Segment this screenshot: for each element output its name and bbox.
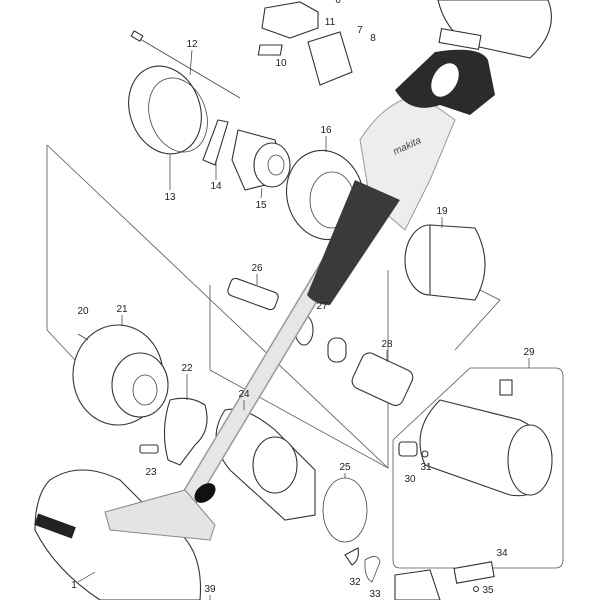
part-cover-21 xyxy=(72,324,169,426)
label-30: 30 xyxy=(404,474,416,485)
part-filter-28 xyxy=(351,352,414,406)
leader-lines xyxy=(77,49,530,600)
part-spring-26 xyxy=(227,277,279,311)
part-filter-19 xyxy=(404,224,486,301)
part-brush-14 xyxy=(202,119,229,166)
label-28: 28 xyxy=(381,339,393,350)
label-12: 12 xyxy=(186,39,198,50)
label-22: 22 xyxy=(181,363,193,374)
vacuum-cleaner: makita xyxy=(104,49,495,541)
label-8: 8 xyxy=(370,33,376,44)
label-34: 34 xyxy=(496,548,508,559)
label-32: 32 xyxy=(349,577,361,588)
label-39: 39 xyxy=(204,584,216,595)
label-23: 23 xyxy=(145,467,157,478)
part-gasket-33 xyxy=(364,556,381,583)
part-ball-31 xyxy=(421,450,429,458)
label-11: 11 xyxy=(325,17,336,28)
part-labels: 6 7 8 10 11 12 13 14 15 16 19 20 21 22 2… xyxy=(71,0,535,600)
part-controller-11 xyxy=(307,31,353,86)
part-switch-module xyxy=(257,1,319,56)
part-gasket-32 xyxy=(344,547,359,566)
part-latch-30 xyxy=(398,441,418,457)
part-cord-12 xyxy=(130,30,241,99)
label-16: 16 xyxy=(320,125,332,136)
label-25: 25 xyxy=(339,462,351,473)
label-26: 26 xyxy=(251,263,263,274)
label-31: 31 xyxy=(420,462,432,473)
label-13: 13 xyxy=(164,192,176,203)
part-housing-13 xyxy=(128,65,208,155)
label-27: 27 xyxy=(316,301,328,312)
part-motor-15 xyxy=(231,129,291,191)
part-battery-housing xyxy=(437,0,552,59)
group-outline-29 xyxy=(392,367,564,569)
label-19: 19 xyxy=(436,206,448,217)
label-15: 15 xyxy=(255,200,267,211)
part-connector xyxy=(394,569,441,600)
label-1: 1 xyxy=(71,580,77,591)
label-24: 24 xyxy=(238,389,250,400)
part-spring-35 xyxy=(472,585,480,593)
part-pad-23 xyxy=(139,444,159,454)
label-10: 10 xyxy=(275,58,287,69)
label-33: 33 xyxy=(369,589,381,600)
label-35: 35 xyxy=(482,585,494,596)
label-21: 21 xyxy=(116,304,128,315)
group-outline-diagonal xyxy=(46,144,389,469)
part-canister-29 xyxy=(419,379,553,497)
part-oring-25 xyxy=(322,477,368,543)
part-screw-20 xyxy=(77,333,89,341)
label-29: 29 xyxy=(523,347,535,358)
part-button-34 xyxy=(453,561,495,584)
label-14: 14 xyxy=(210,181,222,192)
group-outline-left xyxy=(46,145,76,361)
part-seal-22 xyxy=(163,397,208,466)
label-6: 6 xyxy=(335,0,341,6)
part-housing-1 xyxy=(34,469,202,600)
label-7: 7 xyxy=(357,25,363,36)
part-cyclone-24 xyxy=(215,408,316,521)
label-20: 20 xyxy=(77,306,89,317)
